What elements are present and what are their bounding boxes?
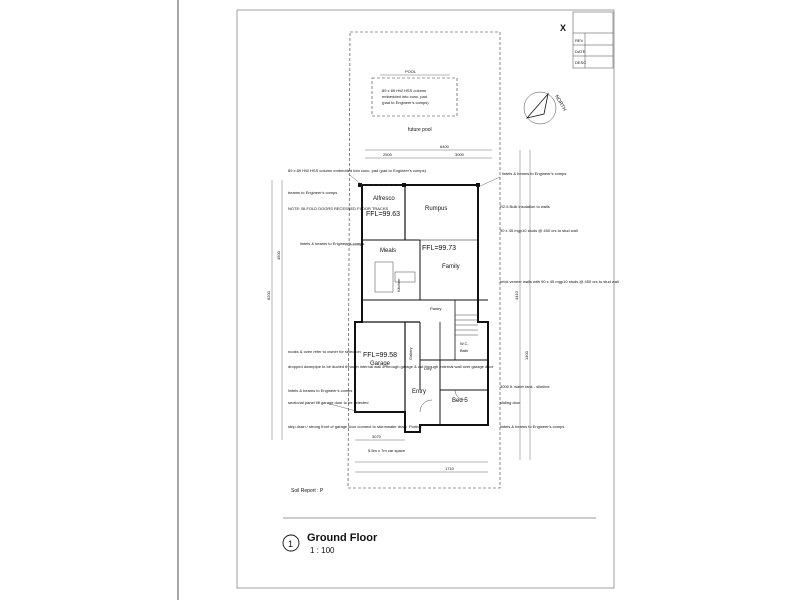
revision-row-2: DATE [575,49,586,54]
drawing-frame [236,9,615,589]
room-labels: Alfresco Rumpus Meals Kitchen Family Pan… [370,196,469,429]
column-marker [476,183,480,187]
dim-side1: 8200 [266,290,271,300]
room-rumpus: Rumpus [425,206,447,212]
corner-mark: X [560,23,566,33]
note-insulation: R2.5 Bulk insulation to walls [500,204,550,209]
note-bifold: NOTE: BI-FOLD DOORS RECESSED FLOOR TRACK… [288,206,388,211]
door-swing [419,399,433,413]
annotations: 89 x 89 HW HSS column embedded into conc… [288,168,619,453]
room-alfresco: Alfresco [373,196,395,202]
dim-top: 6400 [440,144,450,149]
drawing-title-block: 1 Ground Floor 1 : 100 [282,517,596,555]
note-sectional-door: sectional panel lift garage door to be s… [288,400,369,405]
site-boundary [347,31,501,489]
dim-bottom: 3070 [372,434,382,439]
note-sliding-door: sliding door [500,400,521,405]
note-downpipe: dropped downpipe to be ducted through in… [288,364,494,369]
note-lintels-garage: lintels & beams to Engineer's comps [288,388,352,393]
column-marker [402,183,406,187]
ffl-family: FFL=99.73 [422,245,456,252]
revision-row-1: REV [575,38,584,43]
ffl-alfresco: FFL=99.63 [366,211,400,218]
note-studs: 90 x 45 mgp10 studs @ 450 crs to stud wa… [500,228,578,233]
note-lintels-right: lintels & beams to Engineer's comps [502,171,566,176]
note-crossover: 5.5m x 7m car space [368,448,406,453]
room-bath: Bath [460,348,468,353]
room-pantry: Pantry [430,306,442,311]
note-column-left: 89 x 89 HW HSS column embedded into conc… [288,168,427,173]
room-laundry: Ldry [424,366,432,371]
dim-side4: 1400 [524,350,529,360]
drawing-scale: 1 : 100 [310,546,335,555]
revision-block: REV DATE DESC X [560,11,614,69]
dim-mid3: 1710 [445,466,455,471]
note-lintels-left: lintels & beams to Engineer's comps [300,241,364,246]
ffl-garage: FFL=99.58 [363,352,397,359]
room-family: Family [442,264,460,270]
svg-text:(pad to Engineer's comps): (pad to Engineer's comps) [382,100,429,105]
note-nooks: nooks & oven refer to owner for selectio… [288,349,361,354]
floor-levels: FFL=99.63 FFL=99.73 FFL=99.58 [363,211,456,359]
column-marker [358,183,362,187]
room-gallery: Gallery [408,347,413,360]
note-brick-veneer: brick veneer walls with 90 x 45 mgp10 st… [500,279,619,284]
svg-text:embedded into conc. pad: embedded into conc. pad [382,94,427,99]
dim-mid2: 3000 [455,152,465,157]
dim-side3: 4410 [514,290,519,300]
room-garage: Garage [370,361,391,367]
pool-label: POOL [405,69,417,74]
side-dimensions: 8200 4500 4410 1400 [266,150,531,460]
dim-mid1: 2500 [383,152,393,157]
column-note-top: 89 x 89 HW HSS column [382,88,426,93]
room-entry: Entry [412,389,426,395]
door-swing [454,389,466,401]
soil-report: Soil Report : P [291,488,324,494]
pool-area: POOL 89 x 89 HW HSS column embedded into… [371,69,458,133]
building-outline [354,183,489,433]
kitchen-bench [374,261,394,293]
top-dimensions: 6400 2500 3000 [365,144,492,159]
room-bed5: Bed 5 [452,398,468,404]
note-beams: beams to Engineer's comps [288,190,337,195]
room-kitchen: Kitchen [396,279,401,292]
note-drain: strip drain / strong front of garage doo… [288,424,407,429]
note-lintels-bed: lintels & beams to Engineer's comps [500,424,564,429]
dim-side2: 4500 [276,250,281,260]
note-water-tank: 3000 lt. water tank - slimline [500,384,550,389]
drawing-number: 1 [288,539,293,549]
future-pool-label: future pool [408,127,432,133]
room-meals: Meals [380,248,396,254]
revision-row-3: DESC [575,60,586,65]
room-wc: W.C. [460,341,469,346]
north-arrow: NORTH [523,91,568,125]
room-portico: Portico [409,424,422,429]
stair-treads [455,314,478,336]
bottom-dimensions: 3070 1710 [355,434,488,473]
drawing-title: Ground Floor [307,532,378,544]
drawing-number-circle [282,534,300,552]
